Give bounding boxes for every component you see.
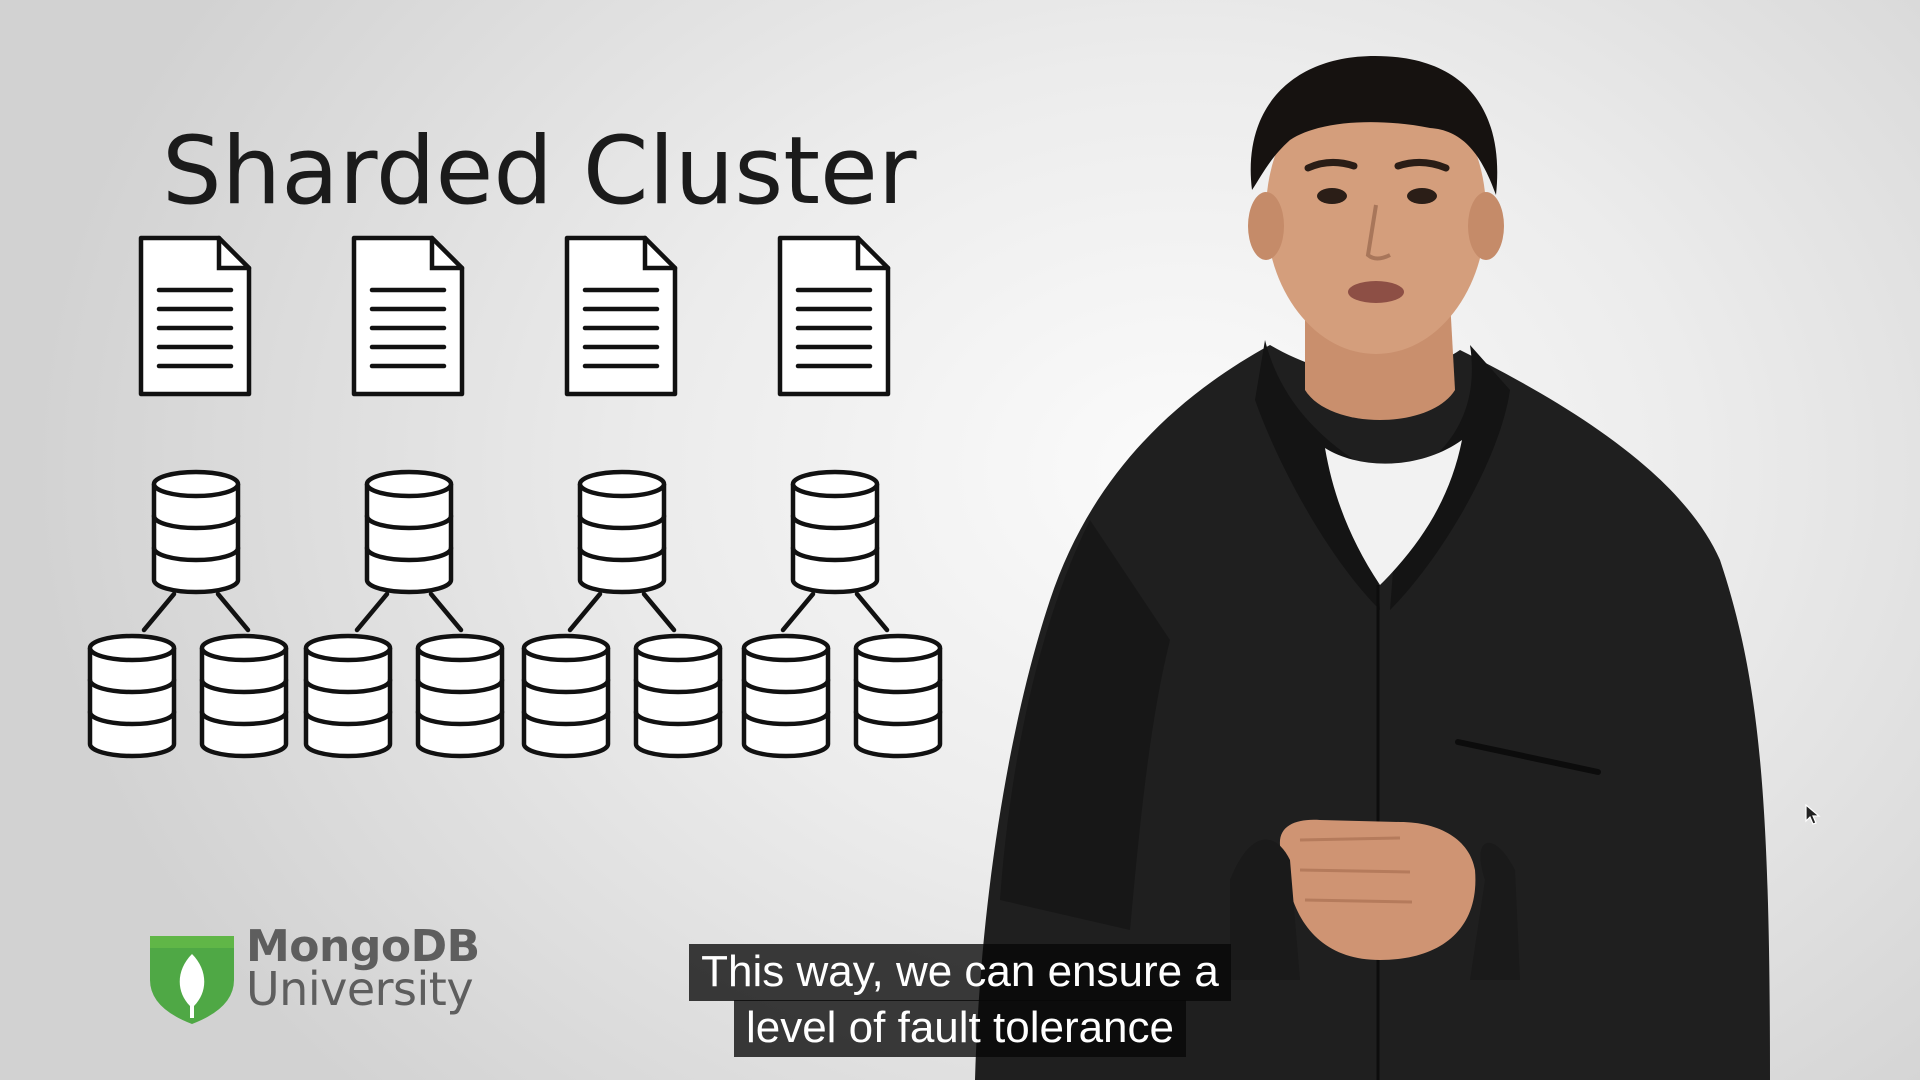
logo-line-university: University	[246, 962, 474, 1016]
database-icon	[199, 633, 289, 759]
database-icon	[633, 633, 723, 759]
connector-line	[641, 591, 677, 633]
database-icon	[364, 469, 454, 595]
database-icon	[577, 469, 667, 595]
database-icon	[151, 469, 241, 595]
database-icon	[415, 633, 505, 759]
caption-line-2: level of fault tolerance	[733, 1000, 1187, 1057]
document-icon	[564, 235, 678, 397]
logo-line-mongodb: MongoDB	[246, 921, 480, 972]
subtitle-captions: This way, we can ensure a level of fault…	[0, 944, 1920, 1057]
database-icon	[741, 633, 831, 759]
connector-line	[428, 591, 464, 633]
connector-line	[780, 591, 816, 633]
database-icon	[521, 633, 611, 759]
connector-line	[141, 591, 177, 633]
database-icon	[853, 633, 943, 759]
database-icon	[303, 633, 393, 759]
mongodb-leaf-logo-icon	[150, 936, 234, 1024]
document-icon	[777, 235, 891, 397]
document-icon	[138, 235, 252, 397]
database-icon	[87, 633, 177, 759]
connector-line	[215, 591, 251, 633]
mouse-cursor-icon	[1805, 804, 1821, 825]
document-icon	[351, 235, 465, 397]
connector-line	[854, 591, 890, 633]
connector-line	[354, 591, 390, 633]
database-icon	[790, 469, 880, 595]
logo-wordmark: MongoDB University	[246, 921, 480, 1016]
connector-line	[567, 591, 603, 633]
sharded-cluster-diagram	[87, 235, 943, 759]
slide-title: Sharded Cluster	[162, 117, 917, 226]
caption-line-1: This way, we can ensure a	[689, 944, 1231, 1001]
